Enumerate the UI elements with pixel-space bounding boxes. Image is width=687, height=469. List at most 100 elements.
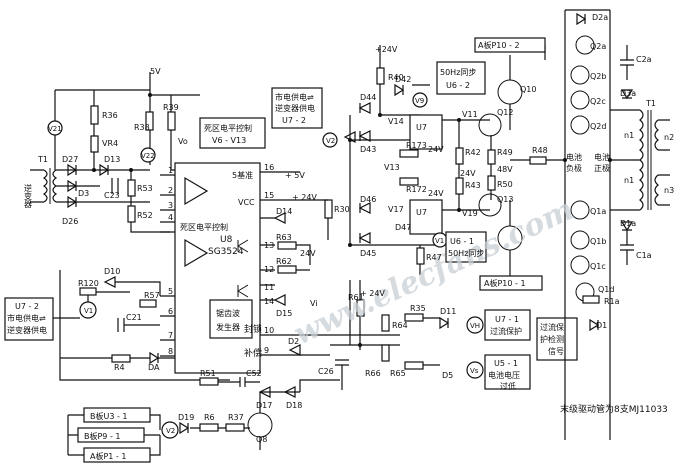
- footnote: 末级驱动管为8支MJ11033: [560, 403, 668, 415]
- label-u7-bottom: U7: [416, 208, 427, 217]
- label-vi: Vi: [310, 299, 318, 308]
- label-r30: R30: [334, 205, 350, 214]
- label-n1-bot: n1: [624, 176, 634, 185]
- label-pin5v: 5基准: [232, 170, 253, 180]
- label-pin14: 14: [264, 297, 274, 306]
- label-24v-d: 24V: [300, 249, 316, 258]
- voltmeter-vh-icon: [466, 316, 484, 334]
- label-u7-2-left3: 逆变器供电: [7, 325, 47, 335]
- label-deadzone-v: V6 - V13: [212, 136, 246, 145]
- label-vo: Vo: [178, 137, 188, 146]
- label-d11: D11: [440, 307, 456, 316]
- label-sawtooth2: 发生器: [216, 322, 240, 332]
- label-d18: D18: [286, 401, 302, 410]
- label-vh: VH: [470, 322, 480, 330]
- label-v14: V14: [388, 117, 404, 126]
- label-q2c: Q2c: [590, 97, 606, 106]
- sync-top-box: [436, 61, 486, 95]
- label-v1-sync: V1: [435, 237, 444, 245]
- label-d46: D46: [360, 195, 376, 204]
- overcurrent-box: [484, 309, 531, 341]
- label-a-p1-1: A板P1 - 1: [90, 451, 126, 461]
- label-v11: V11: [462, 110, 478, 119]
- label-r40: R40: [388, 73, 404, 82]
- label-sync-top1: 50Hz同步: [440, 68, 476, 77]
- label-pin12: 12: [264, 265, 274, 274]
- label-pin8: 8: [168, 347, 173, 356]
- label-batt-low2: 过低: [500, 381, 516, 391]
- label-u7-2-left2: 市电供电⇌: [7, 313, 46, 323]
- label-r37: R37: [228, 413, 244, 422]
- label-r173: R173: [406, 141, 427, 150]
- label-r42: R42: [465, 148, 481, 157]
- label-r53: R53: [137, 184, 153, 193]
- label-da: DA: [148, 363, 160, 372]
- label-mains-top2: 逆变器供电: [275, 103, 315, 113]
- label-deadzone-ctrl: 死区电平控制: [180, 222, 228, 232]
- label-q2d: Q2d: [590, 122, 606, 131]
- label-d1: D1: [596, 321, 607, 330]
- label-plus24v-low: + 24V: [360, 289, 385, 298]
- label-c1a: C1a: [636, 251, 652, 260]
- label-r1a: R1a: [604, 297, 620, 306]
- label-r6: R6: [204, 413, 215, 422]
- protection-section: [404, 309, 578, 390]
- label-c23: C23: [104, 191, 120, 200]
- label-sg3524: SG3524: [208, 247, 244, 257]
- label-r65: R65: [390, 369, 406, 378]
- sync-mid-box: [445, 231, 487, 263]
- input-transformer-section: [30, 72, 200, 233]
- voltmeter-v2-icon: [322, 132, 338, 148]
- voltmeter-vs-icon: [466, 361, 484, 379]
- label-r120: R120: [78, 279, 99, 288]
- label-d10: D10: [104, 267, 120, 276]
- mains-top-box: [271, 87, 323, 129]
- label-d43: D43: [360, 145, 376, 154]
- label-r35: R35: [410, 304, 426, 313]
- label-d27: D27: [62, 155, 78, 164]
- label-r49: R49: [497, 148, 513, 157]
- label-plus5-out: + 5V: [285, 171, 305, 180]
- label-24v-a: 24V: [428, 145, 444, 154]
- label-r51: R51: [200, 369, 216, 378]
- label-v17: V17: [388, 205, 404, 214]
- label-d47: D47: [395, 223, 411, 232]
- label-sawtooth1: 锯齿波: [216, 308, 240, 318]
- label-r52: R52: [137, 211, 153, 220]
- label-deadzone: 死区电平控制: [204, 123, 252, 133]
- label-r62: R62: [276, 257, 292, 266]
- label-q1c: Q1c: [590, 262, 606, 271]
- label-q2a: Q2a: [590, 42, 606, 51]
- label-plus5v: 5V: [150, 67, 161, 76]
- label-d3: D3: [78, 189, 89, 198]
- schematic-labels: 逆变器 T1 V21 V22 5V R36 VR4 D27 D3 D26 D13…: [7, 13, 674, 461]
- label-plus24v-mid: + 24V: [292, 193, 317, 202]
- label-r39: R39: [163, 103, 179, 112]
- label-inverter: 逆变器: [24, 183, 33, 209]
- label-plus24v-top: +24V: [375, 45, 398, 54]
- label-u7-top: U7: [416, 123, 427, 132]
- label-q12: Q12: [497, 108, 513, 117]
- label-r38: R38: [134, 123, 150, 132]
- label-v22: V22: [141, 152, 155, 160]
- label-q8: Q8: [256, 435, 267, 444]
- label-v1: V1: [84, 307, 93, 315]
- label-overprot2: 护检测: [540, 334, 564, 344]
- label-vs: Vs: [470, 367, 479, 375]
- label-overcurrent: 过流保护: [490, 326, 522, 336]
- label-t1-left: T1: [37, 155, 48, 164]
- label-d42: D42: [395, 75, 411, 84]
- label-mains-top3: U7 - 2: [282, 116, 306, 125]
- middle-circuitry: [273, 37, 565, 390]
- label-d5: D5: [442, 371, 453, 380]
- label-pin6: 6: [168, 307, 173, 316]
- label-overprot1: 过流保: [540, 322, 564, 332]
- label-d1a: D1a: [620, 219, 636, 228]
- label-v2: V2: [326, 137, 335, 145]
- label-sync-top2: U6 - 2: [446, 81, 470, 90]
- label-pin9: 9: [264, 346, 269, 355]
- label-d17: D17: [256, 401, 272, 410]
- label-vr4: VR4: [102, 139, 118, 148]
- label-r50: R50: [497, 180, 513, 189]
